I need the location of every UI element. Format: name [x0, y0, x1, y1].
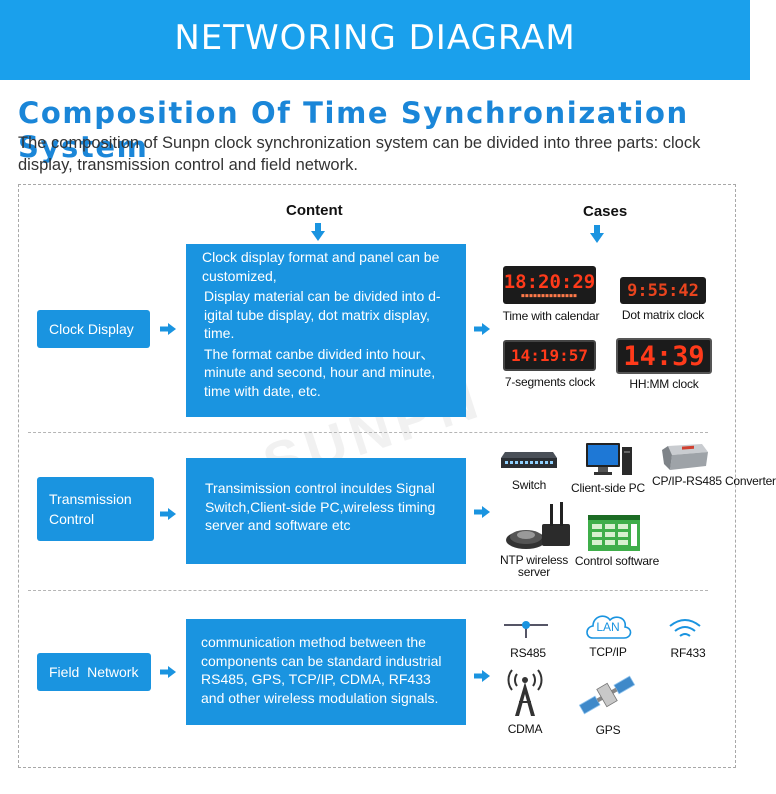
right-arrow-icon: [160, 323, 176, 335]
field-network-content: communication method between the compone…: [186, 619, 466, 725]
network-switch-icon: [501, 452, 557, 468]
banner-title: NETWORING DIAGRAM: [174, 18, 576, 58]
content-text: Transimission control inculdes Signal Sw…: [205, 480, 436, 533]
intro-text: The composition of Sunpn clock synchroni…: [18, 134, 701, 174]
ntp-server-icon: [506, 502, 570, 549]
case-label: TCP/IP: [589, 645, 627, 659]
case-label: Dot matrix clock: [621, 308, 705, 322]
down-arrow-icon: [311, 223, 325, 241]
case-label: Time with calendar: [502, 309, 600, 323]
seven-segment-clock: 14:19:57: [503, 340, 596, 371]
rs485-icon: [504, 621, 548, 638]
control-software-icon: [588, 515, 640, 551]
lan-cloud-icon: LAN: [583, 610, 633, 644]
right-arrow-icon: [474, 670, 490, 682]
led-calendar-clock: 18:20:29 ■■■■■■■■■■■■■■: [503, 266, 596, 304]
wireless-signal-icon: [669, 619, 701, 637]
row-divider: [28, 590, 708, 591]
case-label: NTP wireless server: [499, 553, 569, 579]
case-label: 7-segments clock: [504, 375, 596, 389]
desktop-pc-icon: [586, 443, 632, 475]
case-label: CDMA: [507, 722, 543, 736]
right-arrow-icon: [160, 666, 176, 678]
content-text: Clock display format and panel can be cu…: [202, 249, 440, 284]
transmission-control-content: Transimission control inculdes Signal Sw…: [186, 458, 466, 564]
converter-icon: [662, 444, 708, 470]
case-label: Client-side PC: [571, 481, 645, 495]
banner: NETWORING DIAGRAM: [0, 0, 750, 80]
right-arrow-icon: [474, 506, 490, 518]
transmission-control-label: Transmission Control: [37, 477, 154, 541]
cell-tower-icon: [507, 669, 543, 716]
cases-column-head: Cases: [583, 203, 628, 220]
dot-matrix-clock: 9:55:42: [620, 277, 706, 304]
row-divider: [28, 432, 708, 433]
right-arrow-icon: [474, 323, 490, 335]
hhmm-clock: 14:39: [616, 338, 712, 374]
case-label: GPS: [595, 723, 621, 737]
satellite-icon: [578, 675, 636, 715]
content-text: The format canbe divided into hour、minut…: [204, 345, 436, 399]
case-label: RF433: [670, 646, 706, 660]
case-label: HH:MM clock: [629, 377, 699, 391]
content-text: communication method between the compone…: [201, 634, 442, 706]
diagram-frame: [18, 184, 736, 768]
clock-display-label: Clock Display: [37, 310, 150, 348]
case-label: CP/IP-RS485 Converter: [652, 474, 776, 488]
case-label: RS485: [510, 646, 546, 660]
case-label: Switch: [511, 478, 547, 492]
field-network-label: Field Network: [37, 653, 151, 691]
right-arrow-icon: [160, 508, 176, 520]
content-column-head: Content: [286, 202, 343, 219]
down-arrow-icon: [590, 225, 604, 243]
content-text: Display material can be divided into d-i…: [204, 288, 441, 341]
clock-display-content: Clock display format and panel can be cu…: [186, 244, 466, 417]
case-label: Control software: [574, 554, 660, 568]
section-heading: Composition Of Time Synchronization Syst…: [18, 96, 689, 164]
